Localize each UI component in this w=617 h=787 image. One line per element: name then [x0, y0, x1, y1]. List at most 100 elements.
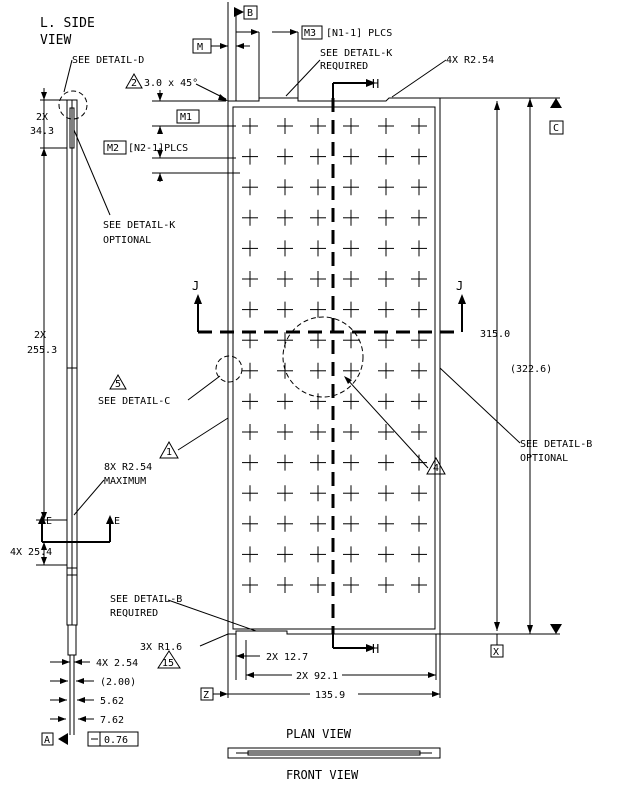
datum-a-label: A [44, 735, 50, 746]
detail-b-required-1: SEE DETAIL-B [110, 594, 182, 605]
datum-z-label: Z [203, 690, 209, 701]
flag-4-num: 4 [433, 463, 439, 474]
chamfer-note: 3.0 x 45° [144, 78, 198, 89]
grid-cross [310, 240, 326, 257]
grid-cross [310, 515, 326, 532]
grid-cross [310, 118, 326, 134]
flag-15-num: 15 [162, 658, 174, 669]
side-view: L. SIDE VIEW SEE DETAIL-D 2X 34.3 SEE DE… [10, 16, 175, 747]
grid-cross [277, 240, 293, 257]
datum-x-box [490, 644, 504, 658]
grid-cross [310, 209, 326, 226]
grid-cross [310, 485, 326, 502]
grid-cross [343, 546, 359, 563]
grid-cross [277, 577, 293, 593]
detail-k-required-2: REQUIRED [320, 61, 368, 72]
radius-4x: 4X R2.54 [446, 55, 494, 66]
datum-b-label: B [247, 8, 253, 19]
grid-cross [378, 393, 394, 410]
section-e-right: E [114, 516, 120, 527]
grid-cross [343, 362, 359, 379]
dim-7-62: 7.62 [100, 715, 124, 726]
grid-cross [310, 454, 326, 471]
grid-cross [242, 179, 258, 196]
dim-34-prefix: 2X [36, 112, 48, 123]
grid-cross [343, 515, 359, 532]
flag-4 [426, 456, 446, 475]
dim-12-7: 2X 12.7 [266, 652, 308, 663]
grid-cross [411, 209, 427, 226]
detail-b-optional-2: OPTIONAL [520, 453, 568, 464]
m3-plcs-note: [N1-1] PLCS [326, 28, 392, 39]
grid-cross [378, 362, 394, 379]
grid-cross [310, 271, 326, 287]
grid-cross [310, 424, 326, 440]
chamfer-flag-num: 2 [131, 78, 137, 89]
grid-cross [378, 179, 394, 196]
grid-cross [411, 240, 427, 257]
grid-cross [411, 148, 427, 165]
radius-8x-2: MAXIMUM [104, 476, 146, 487]
grid-cross [242, 515, 258, 532]
grid-cross [310, 301, 326, 318]
grid-cross [378, 209, 394, 226]
grid-cross [242, 118, 258, 134]
grid-cross [242, 577, 258, 593]
radius-3x: 3X R1.6 [140, 642, 182, 653]
side-view-title-1: L. SIDE [40, 16, 95, 31]
grid-cross [242, 546, 258, 563]
grid-cross [277, 179, 293, 196]
grid-cross [411, 301, 427, 318]
grid-cross [242, 271, 258, 287]
grid-cross [277, 362, 293, 379]
grid-cross [411, 118, 427, 134]
grid-cross [343, 301, 359, 318]
grid-cross [411, 271, 427, 287]
datum-x-label: X [493, 647, 499, 658]
grid-cross [277, 301, 293, 318]
detail-b-required-2: REQUIRED [110, 608, 158, 619]
detail-d-label: SEE DETAIL-D [72, 55, 144, 66]
flag-5-num: 5 [115, 379, 121, 390]
grid-cross [378, 485, 394, 502]
side-view-title-2: VIEW [40, 33, 71, 48]
dim-135-9: 135.9 [315, 690, 345, 701]
grid-cross [378, 118, 394, 134]
dim-25-4: 4X 25.4 [10, 547, 52, 558]
grid-cross [378, 301, 394, 318]
dim-2-00: (2.00) [100, 677, 136, 688]
dim-255-value: 255.3 [27, 345, 57, 356]
front-view-title: FRONT VIEW [286, 768, 359, 782]
frame-m3-label: M3 [304, 28, 316, 39]
grid-cross [411, 362, 427, 379]
grid-cross [343, 118, 359, 134]
frame-m-label: M [197, 42, 203, 53]
dim-255-prefix: 2X [34, 330, 46, 341]
flatness-frame [87, 731, 139, 747]
grid-cross [343, 332, 359, 349]
grid-cross [411, 515, 427, 532]
section-e-left: E [46, 516, 52, 527]
chamfer-flag [125, 72, 143, 89]
detail-k-required-1: SEE DETAIL-K [320, 48, 392, 59]
grid-cross [411, 424, 427, 440]
grid-cross [242, 209, 258, 226]
flag-1 [159, 440, 179, 459]
grid-cross [378, 240, 394, 257]
grid-cross [242, 454, 258, 471]
grid-cross [343, 148, 359, 165]
grid-cross [242, 240, 258, 257]
grid-cross [310, 362, 326, 379]
datum-a-box [41, 732, 54, 746]
dim-2-54: 4X 2.54 [96, 658, 138, 669]
grid-cross [242, 362, 258, 379]
flatness-value: 0.76 [104, 735, 128, 746]
grid-cross [378, 577, 394, 593]
section-h-bottom: H [372, 642, 379, 656]
section-j-left: J [192, 279, 199, 293]
detail-4-circle [282, 316, 364, 398]
frame-m3 [301, 25, 323, 40]
grid-cross [378, 332, 394, 349]
grid-cross [310, 546, 326, 563]
